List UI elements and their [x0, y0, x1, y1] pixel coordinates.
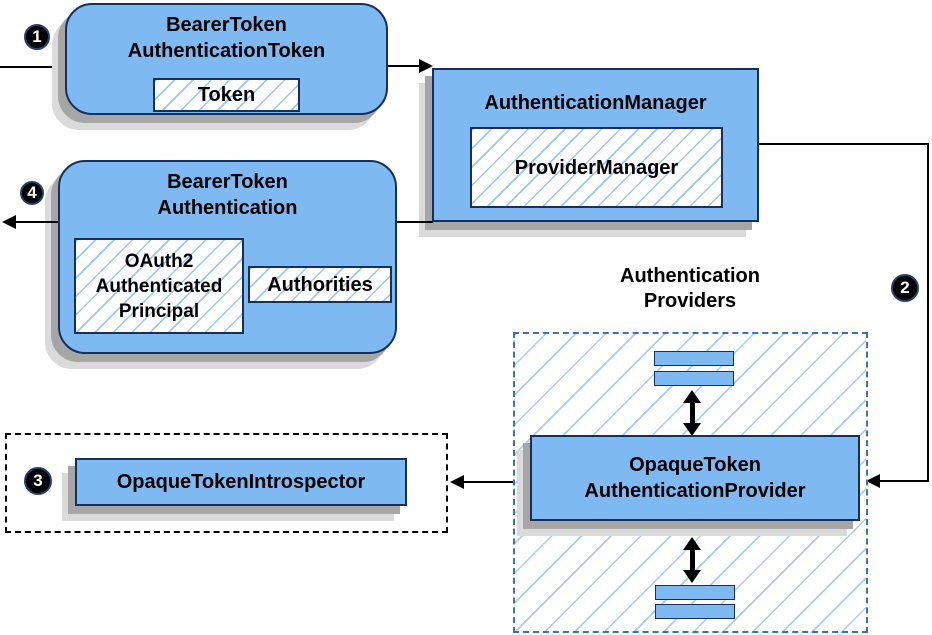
arrowhead-left-icon	[450, 475, 464, 489]
node-title-line: OpaqueToken	[629, 454, 761, 476]
opaque-token-authentication-provider-node: OpaqueToken AuthenticationProvider	[530, 435, 860, 521]
node-title-line: BearerToken	[166, 14, 287, 36]
authentication-out-line	[14, 221, 58, 223]
provider-list-item	[655, 585, 735, 600]
incoming-request-line	[0, 66, 65, 68]
provider-manager-field: ProviderManager	[470, 127, 723, 208]
arrowhead-up-icon	[683, 390, 701, 403]
oauth2-authenticated-principal-field: OAuth2 Authenticated Principal	[74, 238, 244, 334]
authentication-providers-heading: Authentication Providers	[565, 264, 815, 314]
arrowhead-up-icon	[683, 537, 701, 550]
token-to-manager-line	[388, 65, 421, 67]
authentication-manager-node: AuthenticationManager ProviderManager	[432, 68, 759, 222]
authorities-field: Authorities	[248, 266, 392, 303]
step-3-badge: 3	[24, 467, 52, 495]
step-4-badge: 4	[20, 181, 44, 205]
manager-to-authentication-line	[397, 221, 433, 223]
manager-to-provider-line-bottom	[879, 480, 929, 482]
double-arrow-icon	[683, 537, 701, 583]
arrowhead-left-icon	[2, 215, 16, 229]
heading-line: Authentication	[620, 265, 760, 287]
arrowhead-down-icon	[683, 423, 701, 436]
field-line: Authenticated	[95, 275, 223, 297]
manager-to-provider-line-top	[759, 143, 929, 145]
provider-list-item	[655, 604, 735, 619]
bearer-token-authentication-token-node: BearerToken AuthenticationToken Token	[65, 3, 388, 115]
step-2-badge: 2	[891, 274, 919, 302]
step-1-badge: 1	[24, 24, 50, 50]
field-line: Principal	[118, 300, 200, 322]
opaque-token-introspector-group: OpaqueTokenIntrospector	[5, 433, 448, 533]
manager-to-provider-line-vertical	[927, 143, 929, 482]
arrowhead-down-icon	[683, 570, 701, 583]
authentication-providers-area: OpaqueToken AuthenticationProvider	[513, 332, 868, 633]
node-title-line: AuthenticationToken	[127, 40, 326, 62]
provider-list-item	[654, 351, 734, 366]
arrowhead-left-icon	[866, 474, 880, 488]
opaque-token-introspector-node: OpaqueTokenIntrospector	[75, 458, 407, 506]
provider-to-introspector-line	[464, 481, 528, 483]
node-title-line: AuthenticationProvider	[584, 480, 806, 502]
arrowhead-right-icon	[419, 59, 433, 73]
heading-line: Providers	[643, 290, 737, 312]
arrow-shaft	[689, 550, 695, 570]
node-title-line: Authentication	[157, 197, 298, 219]
double-arrow-icon	[683, 390, 701, 436]
bearer-token-authentication-node: BearerToken Authentication OAuth2 Authen…	[58, 160, 397, 354]
field-line: OAuth2	[124, 250, 194, 272]
arrow-shaft	[689, 403, 695, 423]
node-title: AuthenticationManager	[484, 92, 707, 114]
token-field: Token	[153, 78, 300, 112]
provider-list-item	[654, 371, 734, 386]
node-title-line: BearerToken	[167, 171, 288, 193]
